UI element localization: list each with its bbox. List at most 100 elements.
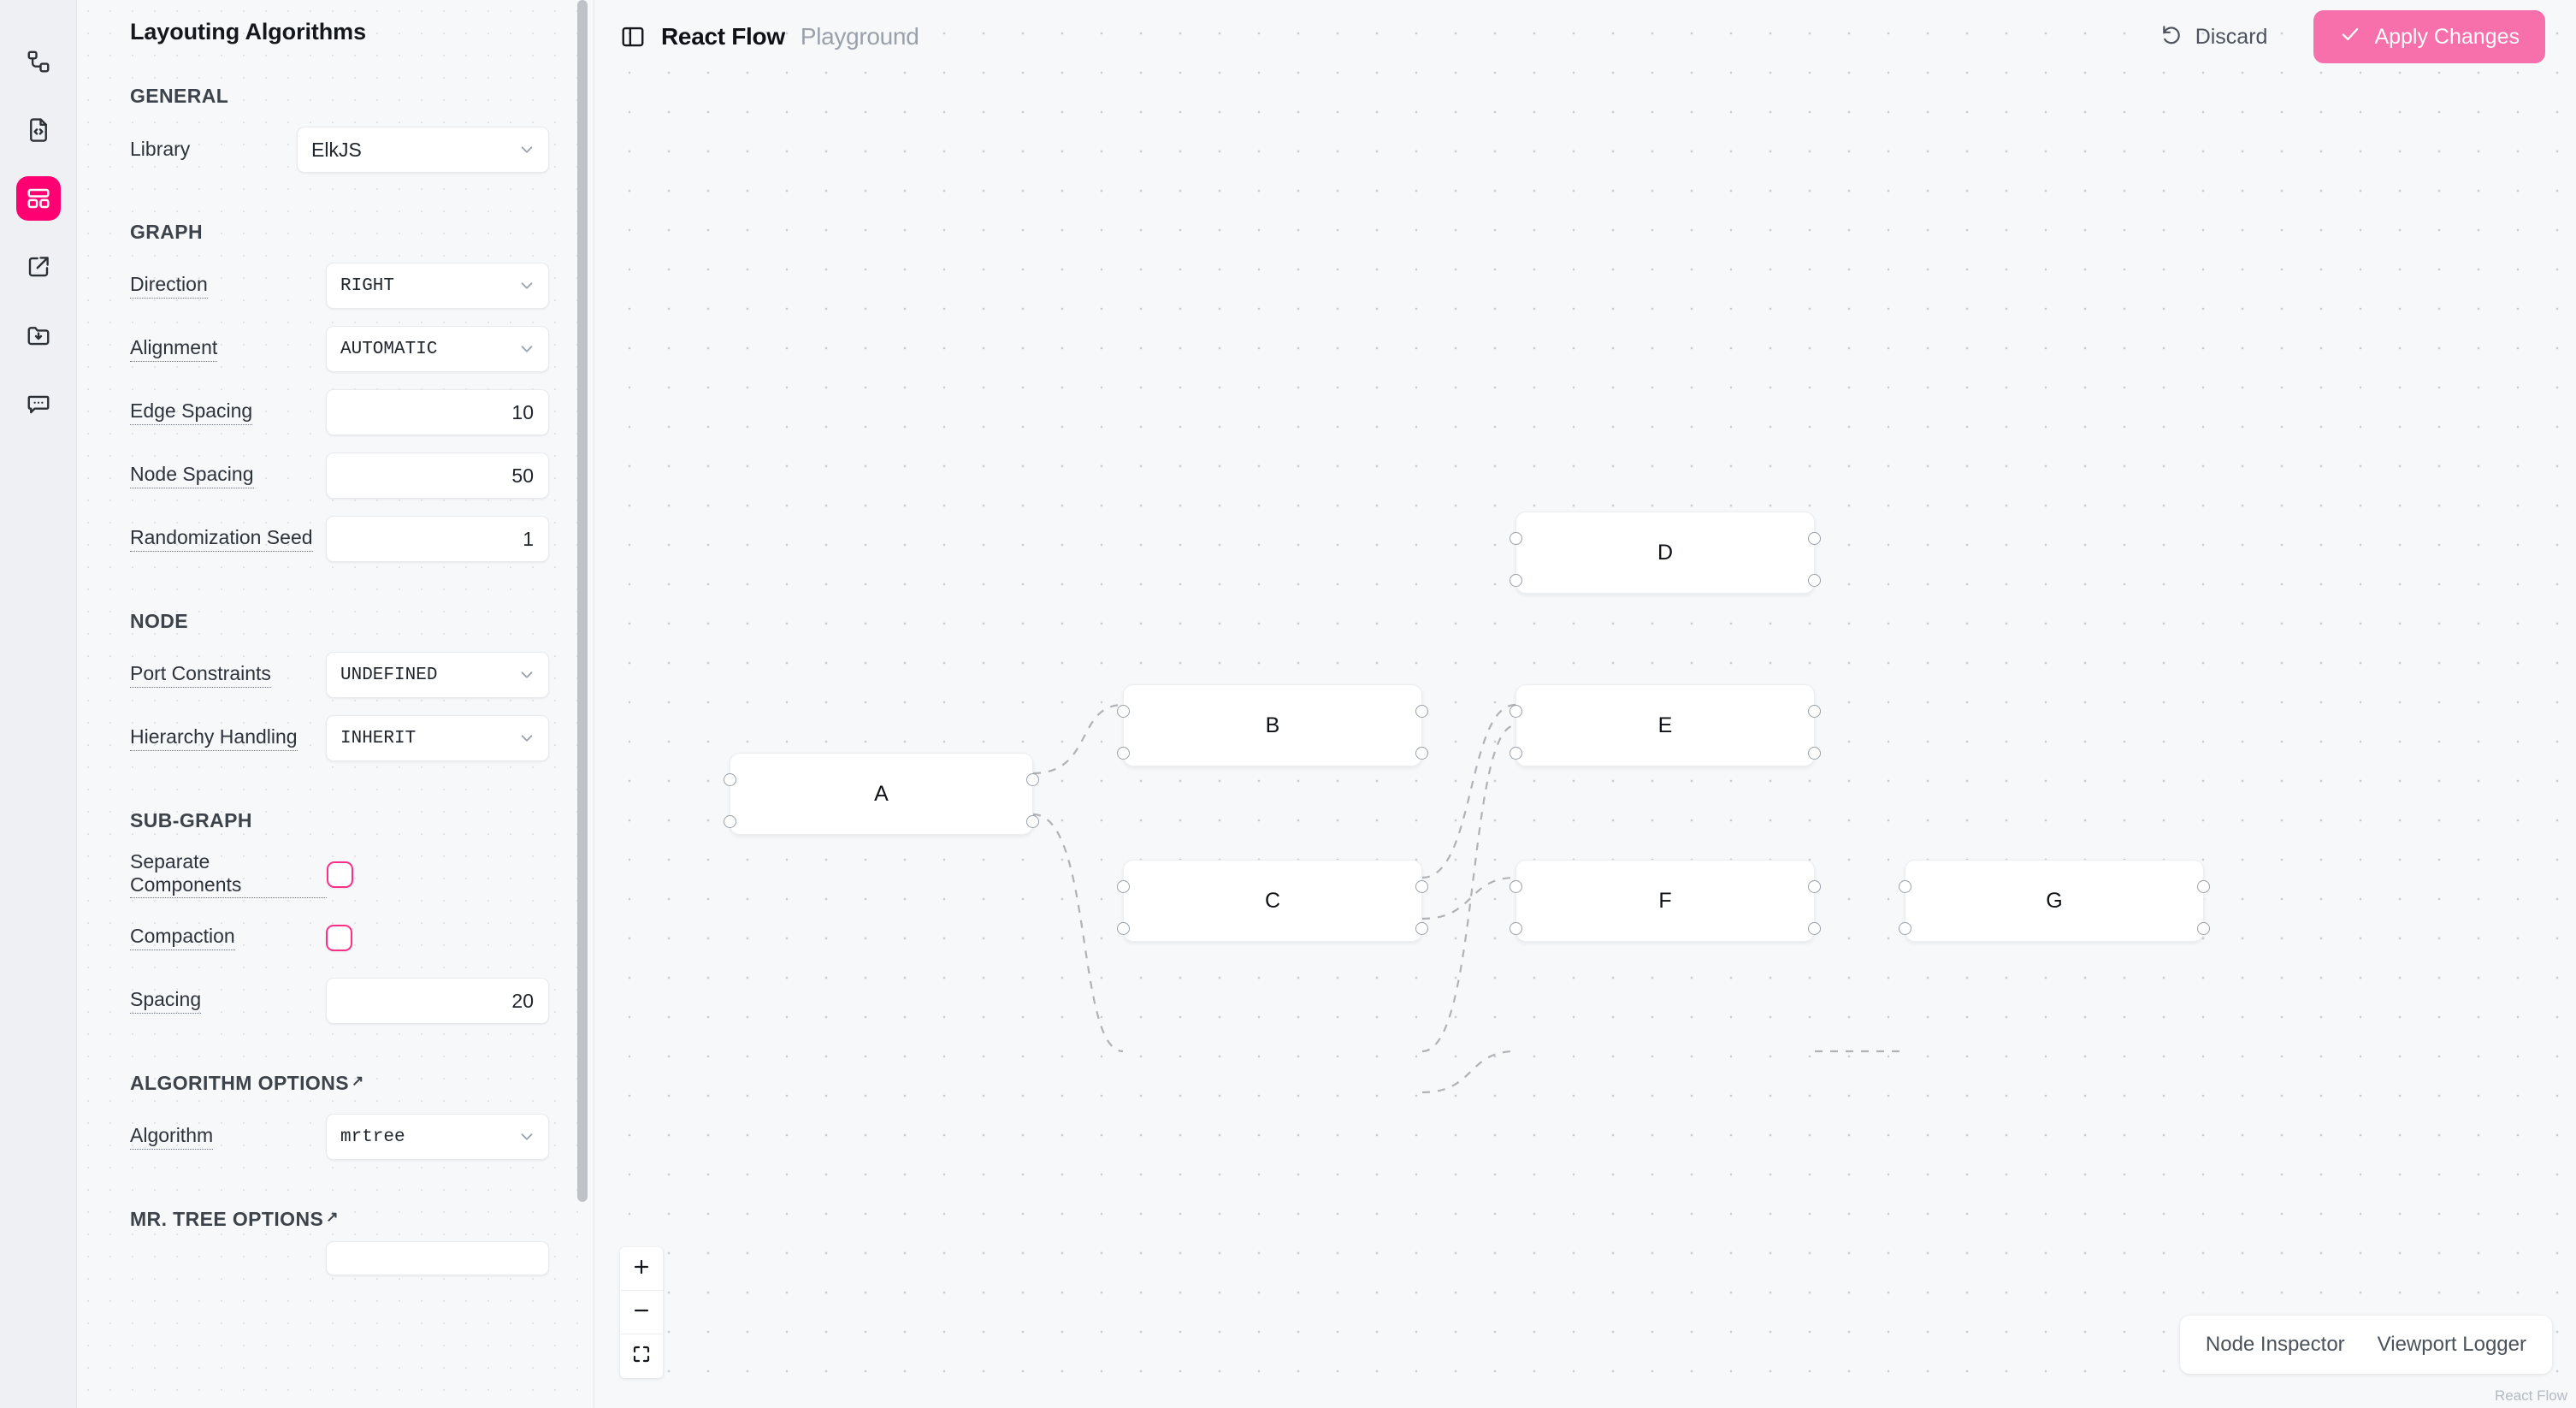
handle-source-bottom[interactable] [1415,747,1428,760]
handle-source-top[interactable] [1808,705,1821,718]
handle-source-top[interactable] [1415,880,1428,893]
flow-node-B[interactable]: B [1117,684,1428,766]
file-code-icon [26,117,51,143]
sidebar-item-workflow[interactable] [16,39,61,84]
handle-target-bottom[interactable] [1899,922,1911,935]
select-algorithm[interactable]: mrtree [326,1114,549,1160]
chevron-down-icon [517,729,536,748]
select-alignment-value: AUTOMATIC [340,339,438,359]
flow-node-label: F [1658,888,1672,913]
handle-source-top[interactable] [1026,773,1039,786]
handle-target-top[interactable] [1117,880,1130,893]
row-node-spacing: Node Spacing 50 [130,444,549,507]
select-direction[interactable]: RIGHT [326,263,549,309]
zoom-in-button[interactable] [620,1247,663,1291]
devtools-panel: Node Inspector Viewport Logger [2179,1316,2552,1374]
flow-node-F[interactable]: F [1510,860,1821,942]
label-edge-spacing: Edge Spacing [130,399,253,425]
flow-node-G[interactable]: G [1899,860,2210,942]
handle-source-top[interactable] [2197,880,2210,893]
section-header-algorithm-options[interactable]: ALGORITHM OPTIONS ↗ [130,1072,364,1094]
label-compaction: Compaction [130,925,235,950]
input-spacing[interactable]: 20 [326,978,549,1024]
apply-changes-button-label: Apply Changes [2374,24,2520,49]
select-port-constraints[interactable]: UNDEFINED [326,652,549,698]
flow-node-D[interactable]: D [1510,512,1821,594]
discard-button[interactable]: Discard [2135,10,2294,63]
edge-A-B [1032,703,1124,775]
apply-changes-button[interactable]: Apply Changes [2313,10,2545,63]
handle-target-bottom[interactable] [1510,574,1522,587]
handle-target-bottom[interactable] [724,815,736,828]
handle-source-bottom[interactable] [1808,922,1821,935]
panel-scrollbar-thumb[interactable] [577,0,588,1202]
panel-left-icon[interactable] [620,24,646,50]
section-header-graph: GRAPH [130,221,204,243]
handle-target-top[interactable] [1510,880,1522,893]
react-flow-attribution[interactable]: React Flow [2494,1387,2567,1404]
flow-node-A[interactable]: A [724,753,1039,835]
flow-node-label: D [1657,540,1674,565]
panel-scrollbar-track[interactable] [577,0,588,1408]
handle-target-bottom[interactable] [1510,922,1522,935]
handle-source-top[interactable] [1808,880,1821,893]
row-alignment: Alignment AUTOMATIC [130,317,549,381]
sidebar-item-open-external[interactable] [16,245,61,289]
select-hierarchy-handling[interactable]: INHERIT [326,715,549,761]
handle-source-bottom[interactable] [2197,922,2210,935]
zoom-out-button[interactable] [620,1291,663,1334]
section-header-mrtree-options[interactable]: MR. TREE OPTIONS ↗ [130,1208,339,1230]
fit-view-button[interactable] [620,1334,663,1378]
sidebar-item-comments[interactable] [16,382,61,426]
row-mrtree-first [130,1241,549,1275]
icon-rail [0,0,77,1408]
flow-node-E[interactable]: E [1510,684,1821,766]
input-mrtree-cut[interactable] [326,1241,549,1275]
sidebar-item-code[interactable] [16,108,61,152]
external-link-icon [26,254,51,280]
label-direction: Direction [130,273,208,299]
handle-target-top[interactable] [1510,705,1522,718]
folder-download-icon [26,322,51,348]
external-link-arrow-icon: ↗ [351,1073,364,1089]
select-port-constraints-value: UNDEFINED [340,665,438,685]
label-library: Library [130,137,191,160]
handle-source-bottom[interactable] [1415,922,1428,935]
sidebar-item-download[interactable] [16,313,61,358]
handle-source-bottom[interactable] [1808,574,1821,587]
handle-target-top[interactable] [724,773,736,786]
handle-target-bottom[interactable] [1117,922,1130,935]
flow-node-C[interactable]: C [1117,860,1428,942]
handle-target-top[interactable] [1899,880,1911,893]
handle-target-top[interactable] [1117,705,1130,718]
handle-source-bottom[interactable] [1026,815,1039,828]
handle-target-bottom[interactable] [1510,747,1522,760]
edge-C-F [1421,1050,1516,1094]
chevron-down-icon [517,1127,536,1146]
flow-canvas[interactable]: A B C D [594,0,2576,1408]
row-direction: Direction RIGHT [130,254,549,317]
sidebar-item-layout[interactable] [15,176,61,221]
label-port-constraints: Port Constraints [130,662,271,688]
handle-source-top[interactable] [1415,705,1428,718]
checkbox-compaction[interactable] [326,924,352,951]
flow-node-label: C [1264,888,1281,913]
flow-node-label: B [1265,713,1280,737]
handle-target-top[interactable] [1510,532,1522,545]
checkbox-separate-components[interactable] [326,861,353,888]
select-algorithm-value: mrtree [340,1127,405,1147]
viewport-logger-button[interactable]: Viewport Logger [2377,1333,2526,1356]
select-hierarchy-handling-value: INHERIT [340,728,417,748]
input-edge-spacing[interactable]: 10 [326,389,549,435]
select-alignment[interactable]: AUTOMATIC [326,326,549,372]
node-inspector-button[interactable]: Node Inspector [2205,1333,2345,1356]
input-node-spacing[interactable]: 50 [326,453,549,499]
node-layer: A B C D [594,0,2576,1408]
handle-source-top[interactable] [1808,532,1821,545]
row-separate-components: Separate Components [130,843,549,906]
handle-source-bottom[interactable] [1808,747,1821,760]
input-spacing-value: 20 [511,989,534,1012]
input-randomization-seed[interactable]: 1 [326,516,549,562]
handle-target-bottom[interactable] [1117,747,1130,760]
select-library[interactable]: ElkJS [297,127,549,173]
